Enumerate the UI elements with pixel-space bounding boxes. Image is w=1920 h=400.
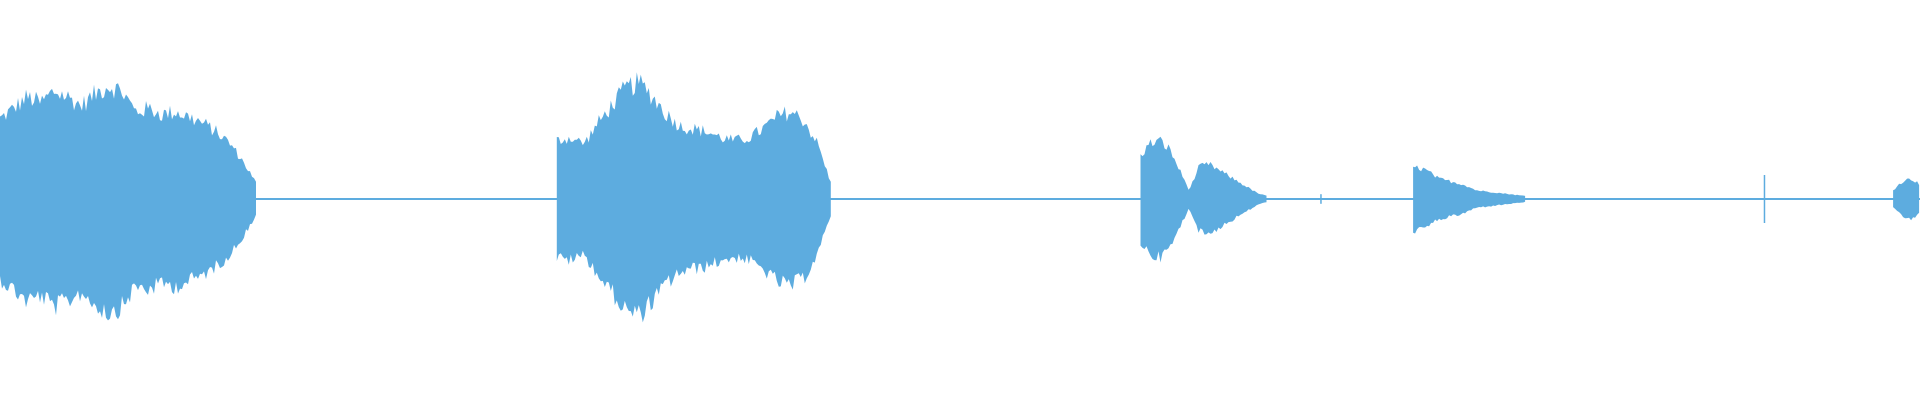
waveform-segment-3 — [1140, 136, 1267, 263]
waveform-segment-4 — [1413, 165, 1526, 234]
waveform-segments — [0, 72, 1920, 323]
waveform-segment-2 — [556, 72, 831, 323]
waveform-segment-1 — [0, 83, 256, 321]
waveform-segment-5 — [1893, 178, 1920, 221]
